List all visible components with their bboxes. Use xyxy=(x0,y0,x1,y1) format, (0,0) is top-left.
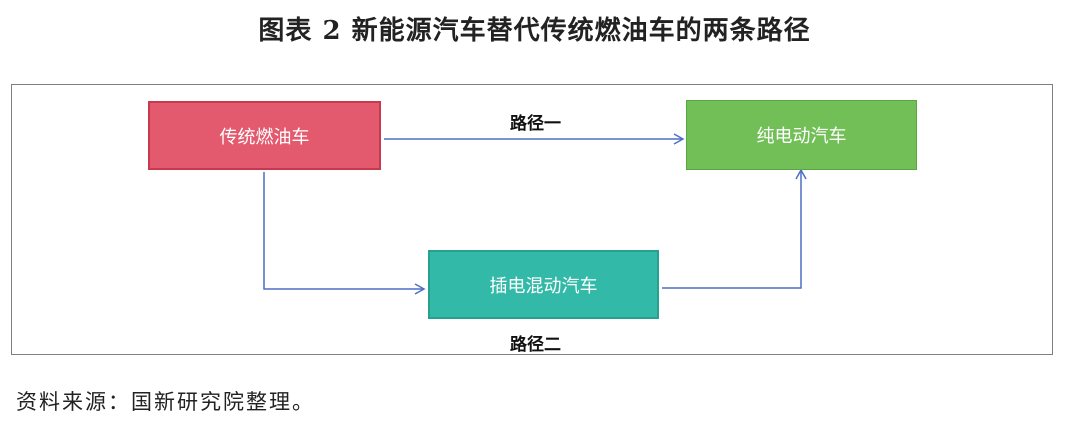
edge-label-path1: 路径一 xyxy=(510,114,561,134)
figure-title: 图表 2 新能源汽车替代传统燃油车的两条路径 xyxy=(258,16,811,46)
source-note: 资料来源：国新研究院整理。 xyxy=(16,390,315,414)
node-traditional-fuel-vehicle-label: 传统燃油车 xyxy=(219,126,310,148)
diagram-frame xyxy=(11,84,1053,355)
node-battery-electric-vehicle-label: 纯电动汽车 xyxy=(756,126,847,147)
node-traditional-fuel-vehicle: 传统燃油车 xyxy=(148,101,381,170)
node-plug-in-hybrid-vehicle-label: 插电混动汽车 xyxy=(489,275,598,297)
arrow-path2-ice-to-phev xyxy=(263,172,426,295)
node-battery-electric-vehicle: 纯电动汽车 xyxy=(686,100,917,170)
node-plug-in-hybrid-vehicle: 插电混动汽车 xyxy=(428,250,659,319)
edge-label-path2: 路径二 xyxy=(510,335,561,355)
arrow-path2-phev-to-bev xyxy=(662,168,807,289)
